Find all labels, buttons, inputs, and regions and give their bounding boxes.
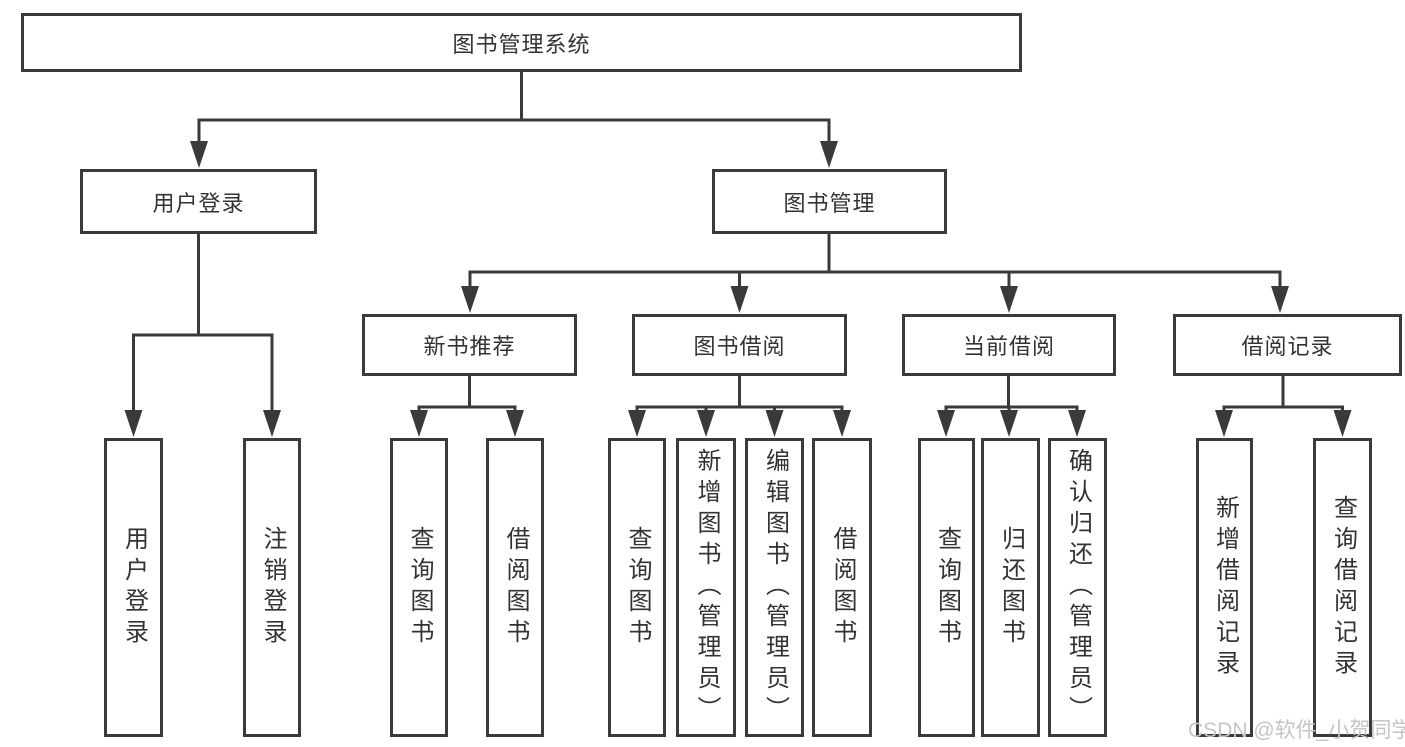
node-new-book-recommendation: 新书推荐 (362, 314, 577, 376)
node-label: 注销登录 (259, 525, 286, 650)
node-label: 用户登录 (152, 190, 245, 216)
node-book-management: 图书管理 (712, 169, 947, 234)
leaf-search-books-current: 查询图书 (918, 438, 975, 737)
leaf-user-login: 用户登录 (104, 438, 163, 737)
leaf-search-books-borrowing: 查询图书 (608, 438, 666, 737)
node-label: 新增借阅记录 (1211, 494, 1239, 681)
node-label: 归还图书 (997, 525, 1025, 650)
watermark-text: CSDN @软件_小贺同学 (1188, 719, 1405, 742)
node-label: 借阅记录 (1241, 334, 1334, 359)
leaf-add-books-admin: 新增图书（管理员） (676, 438, 736, 737)
node-label: 图书管理系统 (452, 31, 591, 57)
node-book-borrowing: 图书借阅 (632, 314, 847, 376)
node-label: 查询图书 (933, 525, 961, 650)
node-label: 新增图书（管理员） (693, 448, 720, 727)
leaf-edit-books-admin: 编辑图书（管理员） (745, 438, 804, 737)
leaf-add-borrow-record: 新增借阅记录 (1196, 438, 1253, 737)
node-label: 查询借阅记录 (1329, 494, 1357, 681)
node-label: 当前借阅 (962, 334, 1055, 359)
node-label: 借阅图书 (502, 525, 529, 650)
node-label: 查询图书 (624, 525, 651, 650)
leaf-confirm-return-admin: 确认归还（管理员） (1048, 438, 1107, 737)
node-label: 借阅图书 (829, 525, 856, 650)
leaf-return-books: 归还图书 (981, 438, 1040, 737)
node-label: 新书推荐 (423, 334, 516, 359)
node-label: 图书管理 (783, 190, 876, 216)
node-library-management-system: 图书管理系统 (21, 13, 1022, 72)
leaf-borrow-books-recommend: 借阅图书 (486, 438, 544, 737)
node-label: 用户登录 (120, 525, 148, 650)
node-borrowing-records: 借阅记录 (1173, 314, 1402, 376)
node-user-login: 用户登录 (80, 169, 317, 234)
node-label: 图书借阅 (693, 334, 786, 359)
node-label: 编辑图书（管理员） (761, 448, 789, 727)
leaf-logout: 注销登录 (243, 438, 301, 737)
leaf-search-books-recommend: 查询图书 (390, 438, 448, 737)
leaf-search-borrow-record: 查询借阅记录 (1313, 438, 1372, 737)
node-current-borrowing: 当前借阅 (902, 314, 1116, 376)
leaf-borrow-books-borrowing: 借阅图书 (812, 438, 872, 737)
node-label: 确认归还（管理员） (1064, 448, 1092, 727)
node-label: 查询图书 (406, 525, 433, 650)
